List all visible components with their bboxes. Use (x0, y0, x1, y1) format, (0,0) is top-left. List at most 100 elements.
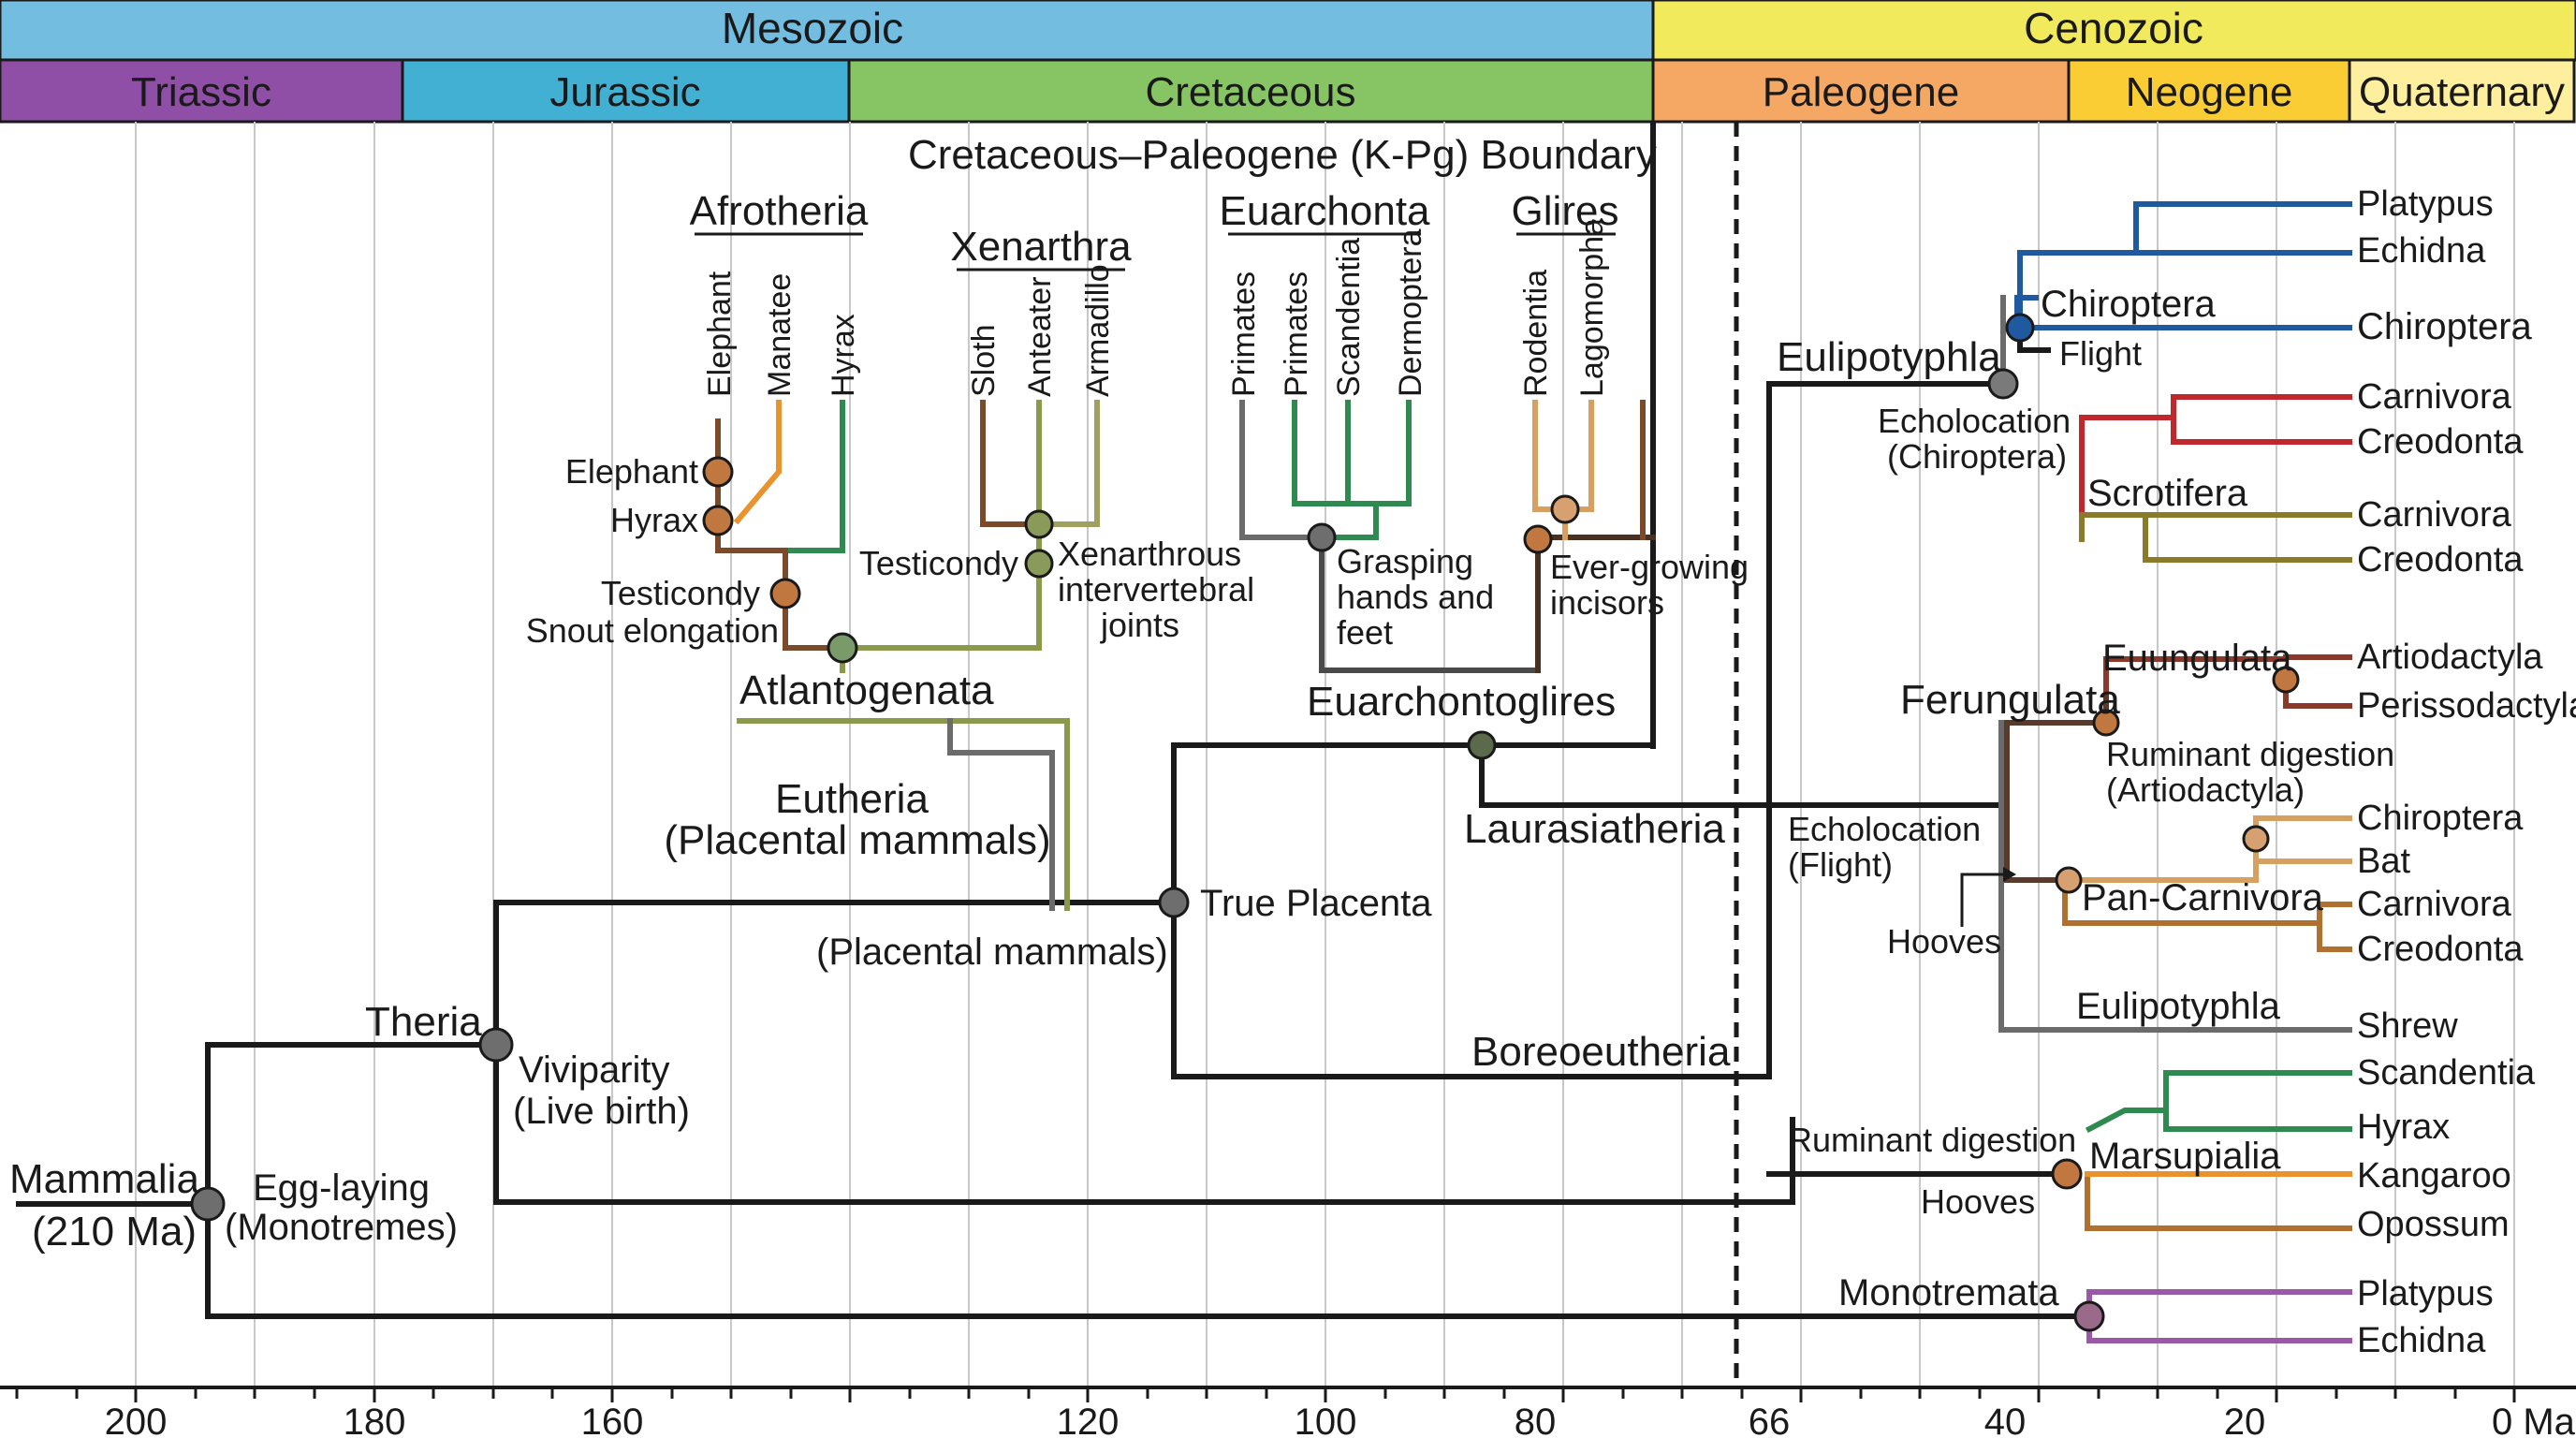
period-cretaceous-label: Cretaceous (1145, 69, 1355, 115)
label-hooves-low: Hooves (1921, 1182, 2035, 1221)
node-eulipotyphla (1987, 368, 2019, 400)
label-true-placenta: True Placenta (1200, 883, 1432, 924)
period-neogene-band (2067, 58, 2351, 124)
label-intervertebral: intervertebral (1058, 570, 1254, 609)
label-chiroptera-paren: (Chiroptera) (1887, 437, 2067, 476)
glires-clade (1532, 400, 1656, 673)
vertical-tip-labels: Elephant Manatee Hyrax Sloth Anteater Ar… (702, 218, 1610, 397)
era-cenozoic-band (1651, 0, 2576, 62)
label-monotremes: (Monotremes) (225, 1207, 458, 1248)
label-mammalia: Mammalia (9, 1156, 199, 1202)
node-ever-growing (1523, 524, 1553, 554)
tip-elephant: Elephant (702, 271, 738, 397)
period-cretaceous-band (847, 58, 1655, 124)
node-pan-carnivora (2055, 866, 2083, 894)
tip-right-platypus-2: Platypus (2357, 1274, 2494, 1313)
axis-tick-66: 66 (1749, 1401, 1791, 1438)
node-marsupialia (2051, 1158, 2083, 1190)
kpg-boundary-label: Cretaceous–Paleogene (K-Pg) Boundary (908, 132, 1657, 178)
tip-right-carnivora-3: Carnivora (2357, 885, 2512, 924)
label-eutheria-placental: (Placental mammals) (664, 817, 1050, 863)
label-hooves-mid: Hooves (1887, 922, 2001, 961)
label-marsupialia: Marsupialia (2089, 1136, 2281, 1177)
label-flight: Flight (2059, 334, 2142, 373)
label-live-birth: (Live birth) (513, 1091, 690, 1132)
period-quaternary-label: Quaternary (2359, 69, 2565, 115)
tip-right-perissodactyla: Perissodactyla (2357, 686, 2576, 726)
label-ruminant-digestion: Ruminant digestion (2106, 735, 2394, 773)
node-mammalia (190, 1186, 226, 1222)
label-elephant-node: Elephant (565, 452, 698, 491)
axis-tick-120: 120 (1057, 1401, 1120, 1438)
label-chiroptera-node: Chiroptera (2041, 284, 2217, 325)
tip-right-kangaroo: Kangaroo (2357, 1156, 2511, 1196)
chiroptera-scrotifera-clade (2000, 201, 2352, 563)
backbone-branches (16, 381, 2090, 1319)
node-grasping (1307, 522, 1337, 552)
tip-dermoptera: Dermoptera (1393, 228, 1428, 397)
tip-right-echidna-1: Echidna (2357, 231, 2486, 271)
label-echolocation-flight: Echolocation (1788, 810, 1981, 848)
geologic-timescale: Mesozoic Cenozoic Triassic Jurassic Cret… (0, 0, 2576, 124)
label-eutheria: Eutheria (775, 776, 929, 822)
node-elephant (702, 456, 734, 488)
axis-tick-0: 0 Ma (2492, 1401, 2576, 1438)
label-mammalia-age: (210 Ma) (32, 1209, 197, 1255)
axis-tick-180: 180 (344, 1401, 406, 1438)
tip-sloth: Sloth (966, 325, 1002, 398)
tip-right-carnivora-1: Carnivora (2357, 377, 2512, 417)
period-jurassic-band (401, 58, 851, 124)
label-eulipotyphla-low: Eulipotyphla (2076, 986, 2281, 1027)
node-ferungulata (2092, 709, 2120, 737)
label-atlantogenata: Atlantogenata (739, 668, 994, 713)
label-flight-paren: (Flight) (1788, 845, 1893, 884)
tip-armadillo: Armadillo (1080, 264, 1116, 397)
group-glires: Glires (1512, 188, 1619, 234)
label-artiodactyla-paren: (Artiodactyla) (2106, 770, 2305, 809)
node-xenarthra-2 (1024, 549, 1054, 579)
label-eulipotyphla-top: Eulipotyphla (1777, 334, 2001, 380)
era-mesozoic-label: Mesozoic (722, 4, 903, 52)
group-xenarthra: Xenarthra (950, 224, 1132, 270)
label-xenarthrous: Xenarthrous (1058, 535, 1241, 573)
node-chiroptera (2005, 313, 2035, 343)
label-snout-elongation: Snout elongation (526, 611, 779, 650)
node-hyrax (702, 505, 734, 536)
axis-tick-20: 20 (2224, 1401, 2266, 1438)
group-headers: Afrotheria Xenarthra Euarchonta Glires (690, 188, 1619, 271)
marsupialia-clade (2085, 1070, 2352, 1231)
group-euarchonta: Euarchonta (1219, 188, 1430, 234)
label-euungulata: Euungulata (2102, 638, 2292, 679)
axis-tick-200: 200 (105, 1401, 168, 1438)
label-feet: feet (1337, 613, 1393, 652)
label-echolocation-chiroptera: Echolocation (1878, 402, 2071, 440)
tip-right-platypus-1: Platypus (2357, 184, 2494, 224)
tip-anteater: Anteater (1022, 276, 1058, 397)
node-atlantogenata (827, 632, 858, 664)
xenarthra-clade (980, 400, 1100, 570)
label-pan-carnivora: Pan-Carnivora (2082, 877, 2324, 918)
period-quaternary-band (2348, 58, 2576, 124)
era-cenozoic-label: Cenozoic (2024, 4, 2203, 52)
label-testicondy-xen: Testicondy (859, 544, 1018, 582)
node-true-placenta (1158, 887, 1190, 918)
label-ferungulata: Ferungulata (1900, 677, 2120, 723)
tip-right-shrew: Shrew (2357, 1006, 2458, 1046)
label-boreoeutheria: Boreoeutheria (1471, 1029, 1731, 1075)
monotremata-clade (2086, 1289, 2352, 1343)
node-monotremata (2073, 1300, 2105, 1332)
node-xenarthra (1024, 509, 1054, 539)
label-grasping: Grasping (1337, 542, 1473, 580)
tree-nodes (190, 313, 2300, 1332)
tip-right-scandentia: Scandentia (2357, 1053, 2536, 1093)
label-monotremata: Monotremata (1838, 1272, 2059, 1313)
atlantogenata-lines (737, 718, 1070, 911)
tip-manatee: Manatee (762, 273, 798, 397)
label-hyrax-node: Hyrax (610, 501, 698, 539)
tip-primates-2: Primates (1279, 271, 1314, 397)
group-afrotheria: Afrotheria (690, 188, 869, 234)
node-testicondy (769, 578, 801, 609)
tip-right-carnivora-2: Carnivora (2357, 495, 2512, 535)
grid-lines (135, 122, 2515, 1386)
